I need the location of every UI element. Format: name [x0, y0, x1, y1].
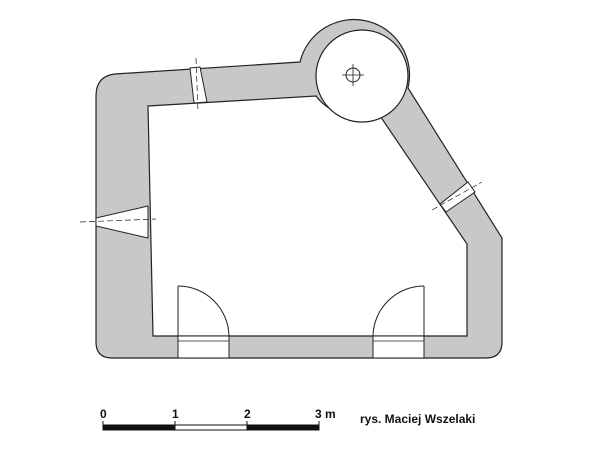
window-right	[431, 181, 483, 213]
outer-walls	[95, 18, 503, 359]
window-top	[189, 57, 208, 113]
scale-tick-0: 0	[100, 407, 107, 421]
scale-bar: 0 1 2 3 m	[100, 407, 336, 431]
stair-tower	[315, 29, 409, 123]
drawing-credit: rys. Maciej Wszelaki	[360, 412, 475, 426]
door-right	[372, 285, 425, 359]
door-left	[177, 285, 230, 359]
window-left	[79, 205, 157, 239]
crosshair-circle-icon	[342, 64, 364, 86]
building-plan	[79, 18, 503, 359]
scale-tick-1: 1	[172, 407, 179, 421]
scale-tick-2: 2	[244, 407, 251, 421]
scale-tick-3: 3 m	[315, 407, 336, 421]
